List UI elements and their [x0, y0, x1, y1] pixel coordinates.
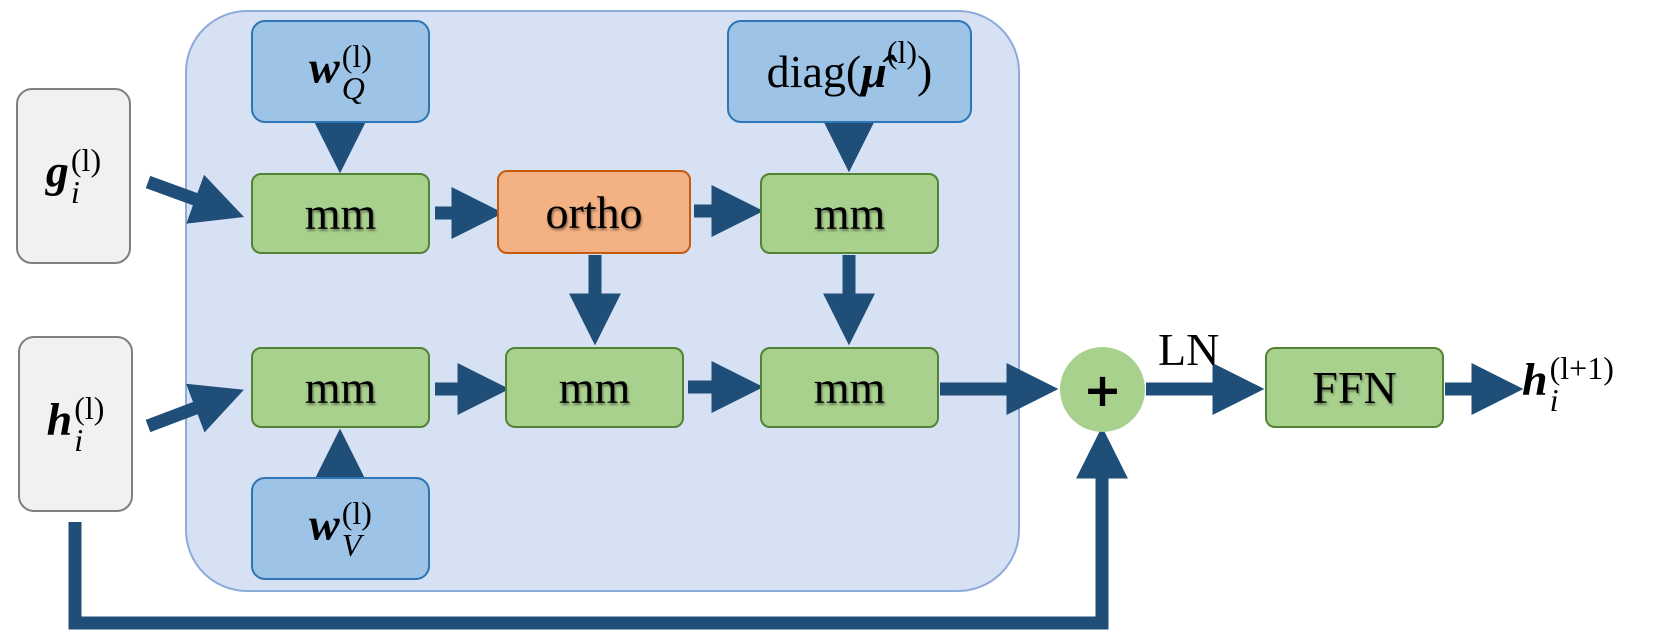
arrow-g-to-mm — [145, 174, 244, 224]
output-h-sub: i — [1549, 382, 1559, 418]
input-h-sup: (l) — [74, 390, 105, 426]
param-wq-sub: Q — [341, 69, 365, 106]
input-g-sub: i — [70, 174, 80, 210]
input-h: h(l)i — [18, 336, 133, 512]
ortho-box: ortho — [497, 170, 691, 254]
mm-diag: mm — [760, 173, 939, 254]
param-diag-mu: diag(μ̂(l)) — [727, 20, 972, 123]
output-h: h(l+1)i — [1522, 352, 1614, 416]
residual-connection — [68, 426, 1128, 630]
ffn-box: FFN — [1265, 347, 1444, 428]
ln-label: LN — [1158, 324, 1220, 375]
arrow-h-to-mm — [145, 383, 244, 433]
add-circle: + — [1060, 347, 1145, 432]
mm-query: mm — [251, 173, 430, 254]
input-g: g(l)i — [16, 88, 131, 264]
input-g-symbol: g — [45, 145, 69, 197]
param-wv-sup: (l) — [341, 494, 372, 531]
param-wv-symbol: w — [309, 498, 340, 550]
param-diag-suffix: ) — [916, 46, 933, 97]
input-h-symbol: h — [46, 393, 73, 445]
input-h-sub: i — [74, 422, 84, 458]
output-h-symbol: h — [1522, 353, 1548, 405]
param-wq: w(l)Q — [251, 20, 430, 123]
mm-mid: mm — [505, 347, 684, 428]
param-wq-sup: (l) — [341, 37, 372, 74]
input-g-sup: (l) — [70, 142, 102, 178]
param-diag-sup: (l) — [886, 34, 917, 70]
param-diag-prefix: diag( — [766, 46, 862, 97]
param-wv: w(l)V — [251, 477, 430, 580]
param-diag-mu-symbol: μ̂ — [861, 46, 887, 97]
output-h-sup: (l+1) — [1549, 350, 1614, 386]
param-wq-symbol: w — [309, 41, 340, 93]
param-wv-sub: V — [341, 526, 362, 563]
mm-out: mm — [760, 347, 939, 428]
mm-value: mm — [251, 347, 430, 428]
